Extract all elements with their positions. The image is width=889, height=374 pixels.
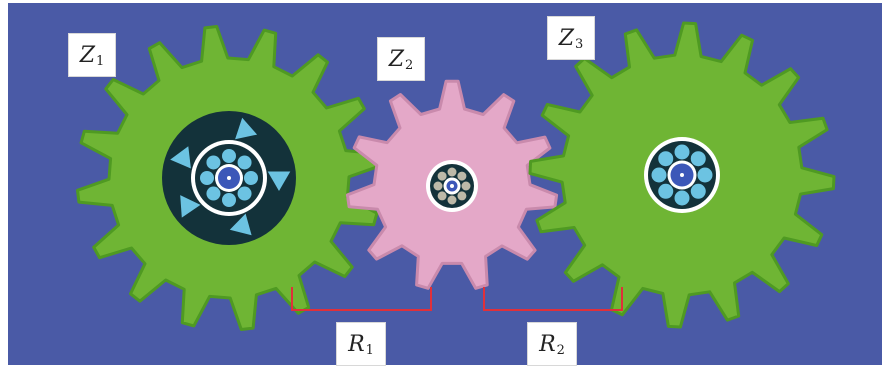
gear-z1-hub-triangle (180, 195, 201, 218)
gear-z2-bearing-ball (457, 171, 467, 181)
gear-z3-bearing-ball (658, 183, 674, 199)
gear-z3-bearing-ball (651, 167, 667, 183)
gear-z2-bearing-center (450, 184, 454, 188)
gear-z1-bearing-ball (222, 149, 236, 163)
gear-z1-hub-triangle (235, 117, 258, 140)
gear-z2-bearing-ball (457, 191, 467, 201)
gear-z1-hub-triangle (267, 171, 291, 191)
gear-z3-bearing-center (680, 173, 684, 177)
gear-z1-bearing-center (227, 176, 231, 180)
gear-z1-bearing-ball (222, 193, 236, 207)
gear-z1-bearing-ball (237, 186, 252, 201)
gear-z3-bearing-ball (674, 144, 690, 160)
gear-z3-bearing-ball (697, 167, 713, 183)
radius-bracket-r1 (291, 287, 432, 311)
gear-z2-bearing-ball (447, 167, 457, 177)
gear-z1-bearing-ball (206, 155, 221, 170)
gear-z2-bearing-ball (437, 171, 447, 181)
gear-z3-bearing-ball (690, 183, 706, 199)
gear-z2-bearing-ball (433, 181, 443, 191)
gear-z2-bearing-ball (437, 191, 447, 201)
gear-z3-bearing-ball (674, 190, 690, 206)
gear-z1-hub-triangle (170, 146, 191, 169)
gear-z3-bearing-ball (690, 151, 706, 167)
radius-bracket-r2 (483, 287, 623, 311)
gear-z3-bearing-ball (658, 151, 674, 167)
gear-z2-bearing-ball (461, 181, 471, 191)
gear-z1-bearing-ball (237, 155, 252, 170)
gear-z2-bearing-ball (447, 195, 457, 205)
gear-z1-bearing-ball (244, 171, 258, 185)
gear-z1-hub-triangle (229, 213, 252, 236)
gear-z1-bearing-ball (200, 171, 214, 185)
gear-z1-bearing-ball (206, 186, 221, 201)
